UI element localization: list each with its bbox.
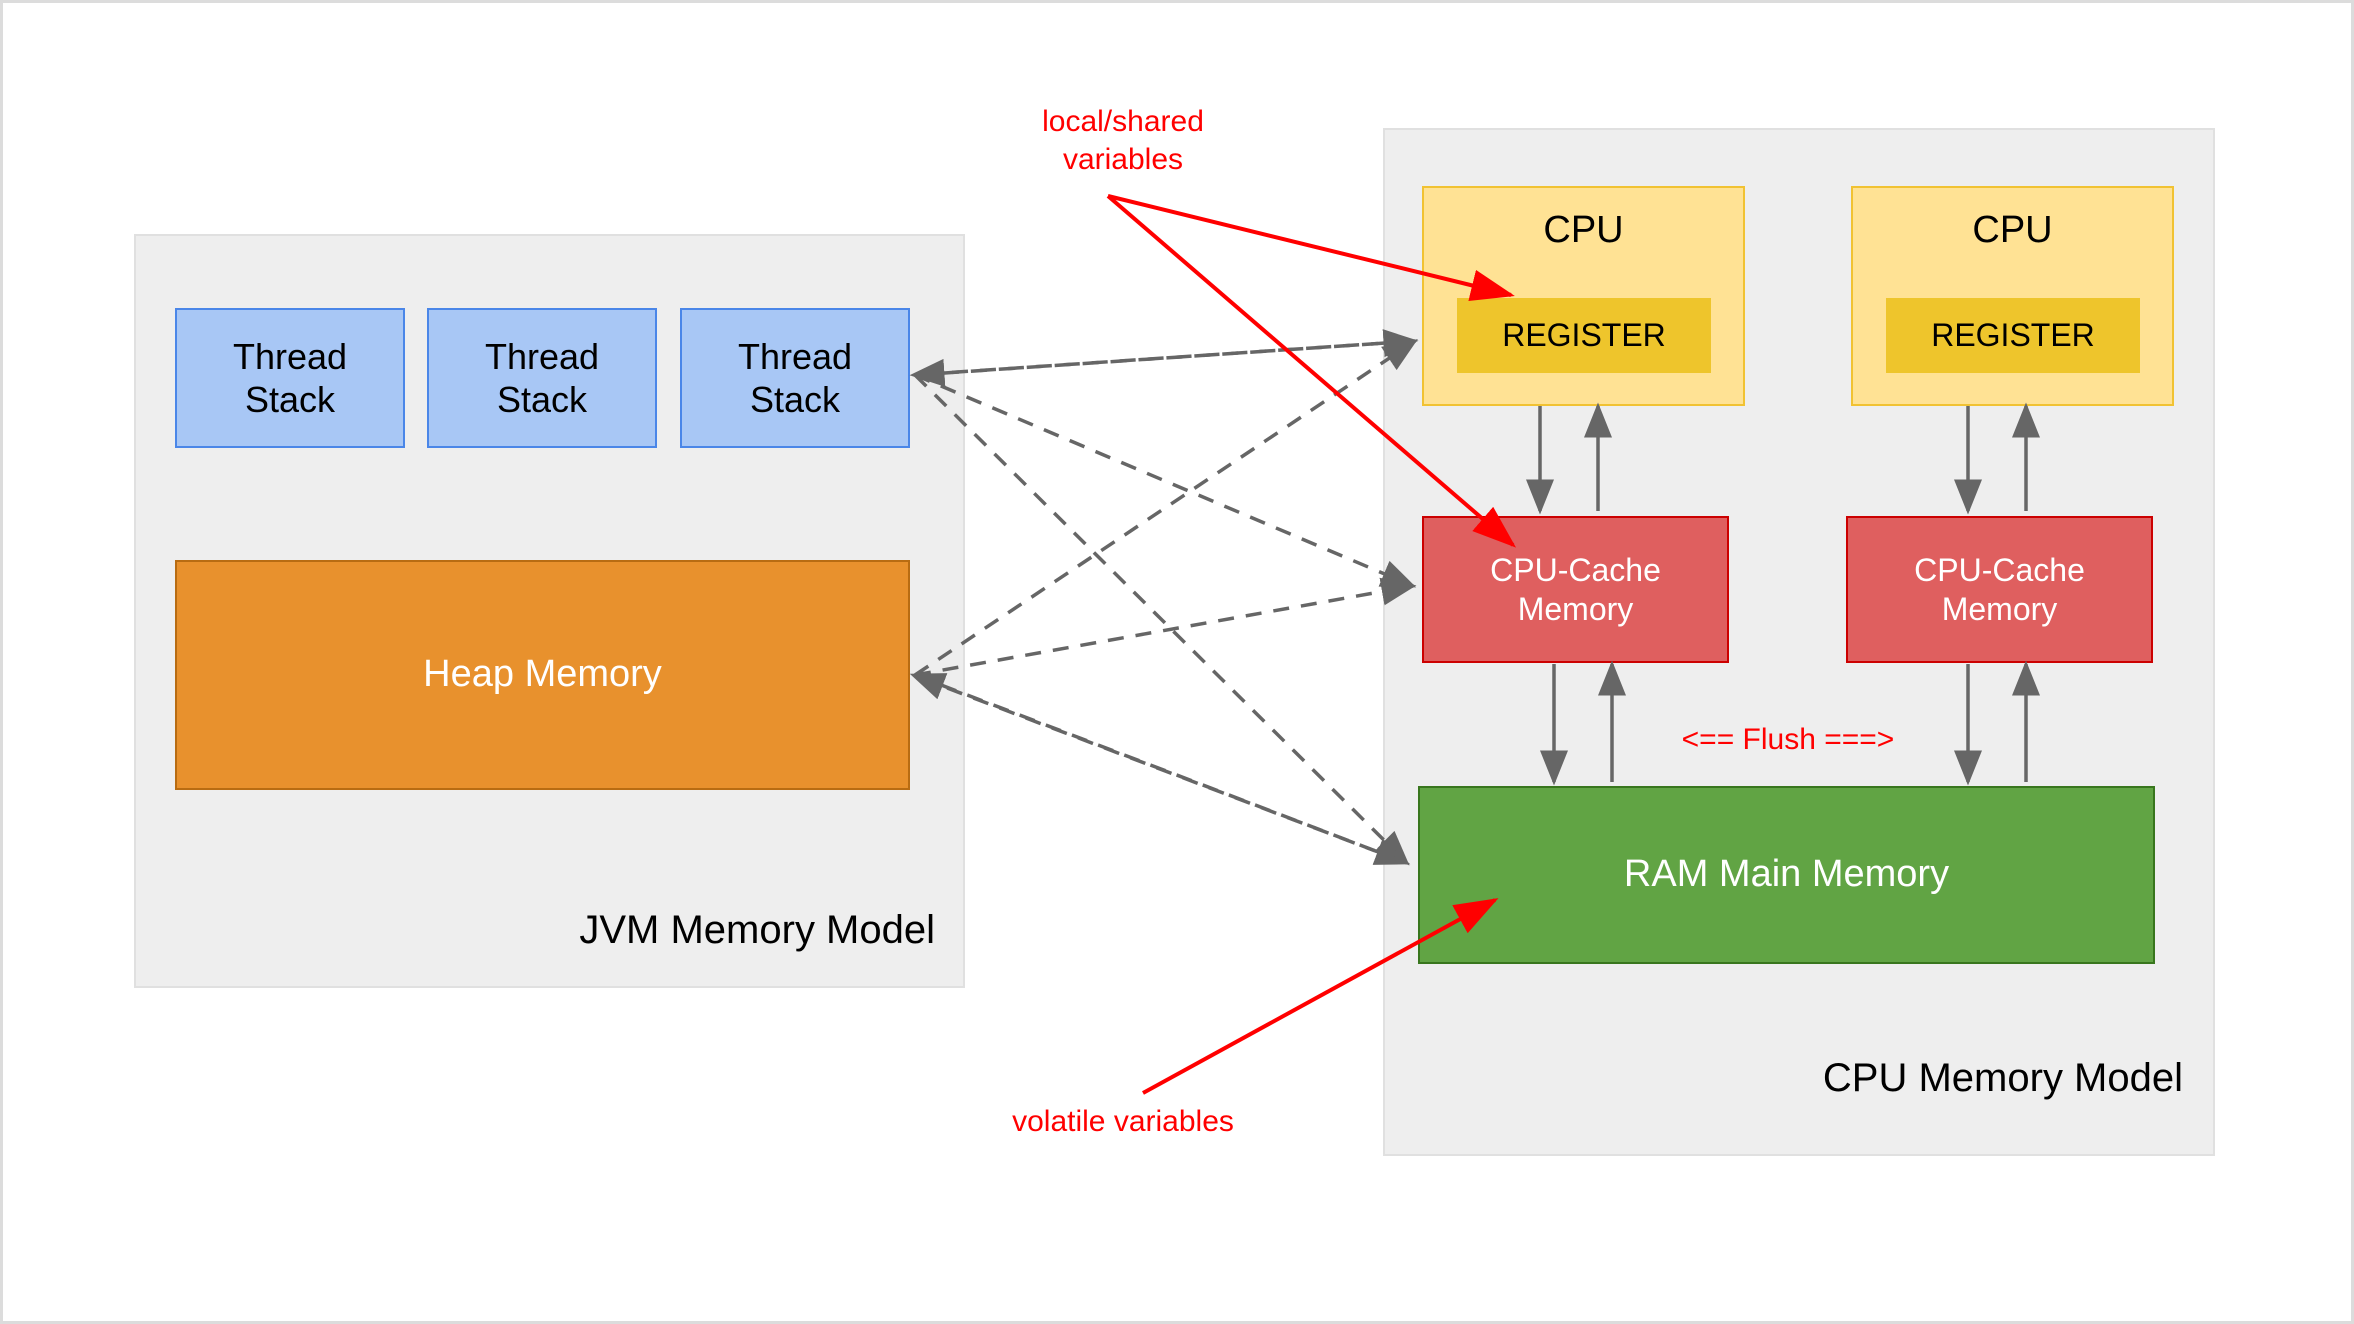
- register-label-1: REGISTER: [1502, 317, 1666, 354]
- ram-main-memory-label: RAM Main Memory: [1623, 853, 1950, 896]
- thread-stack-box-3[interactable]: Thread Stack: [680, 308, 910, 448]
- flush-label: <== Flush ===>: [1681, 723, 1895, 756]
- local-shared-variables-annotation: local/shared variables: [1042, 105, 1204, 176]
- cpu-label-1: CPU: [1543, 209, 1624, 251]
- cpu-memory-model-label: CPU Memory Model: [1822, 1056, 2183, 1100]
- cpu-cache-memory-box-1[interactable]: CPU-Cache Memory: [1422, 516, 1729, 663]
- jvm-memory-model-label: JVM Memory Model: [579, 908, 935, 952]
- ram-main-memory-box[interactable]: RAM Main Memory: [1418, 786, 2155, 964]
- thread-stack-box-1[interactable]: Thread Stack: [175, 308, 405, 448]
- register-box-2[interactable]: REGISTER: [1886, 298, 2140, 373]
- cpu-box-2[interactable]: CPU: [1851, 186, 2174, 406]
- cpu-box-1[interactable]: CPU: [1422, 186, 1745, 406]
- heap-memory-label: Heap Memory: [423, 653, 662, 696]
- cpu-cache-label-1: CPU-Cache Memory: [1490, 552, 1661, 627]
- thread-stack-box-2[interactable]: Thread Stack: [427, 308, 657, 448]
- cpu-label-2: CPU: [1972, 209, 2053, 251]
- thread-stack-label-1: Thread Stack: [232, 335, 348, 420]
- thread-stack-label-2: Thread Stack: [484, 335, 600, 420]
- register-box-1[interactable]: REGISTER: [1457, 298, 1711, 373]
- cpu-cache-label-2: CPU-Cache Memory: [1914, 552, 2085, 627]
- register-label-2: REGISTER: [1931, 317, 2095, 354]
- cpu-cache-memory-box-2[interactable]: CPU-Cache Memory: [1846, 516, 2153, 663]
- volatile-variables-annotation: volatile variables: [1012, 1105, 1234, 1138]
- heap-memory-box[interactable]: Heap Memory: [175, 560, 910, 790]
- thread-stack-label-3: Thread Stack: [737, 335, 853, 420]
